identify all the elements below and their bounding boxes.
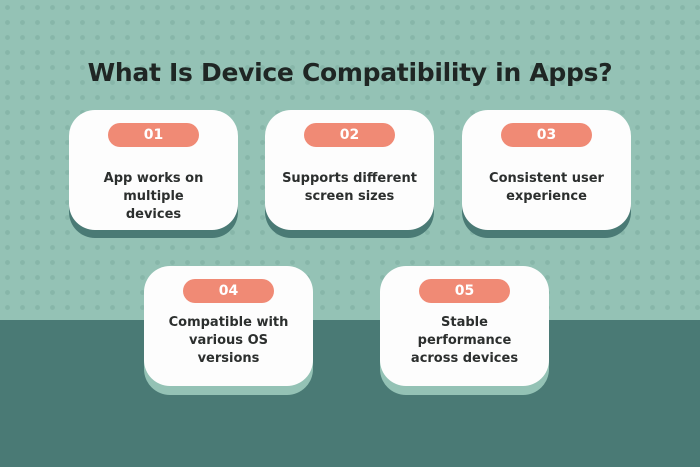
bottom-band [0,320,700,467]
card-5: 05 Stable performance across devices [380,266,549,386]
number-badge: 02 [304,123,395,147]
card-text: Consistent user experience [489,171,604,204]
number-badge: 01 [108,123,199,147]
card-2: 02 Supports different screen sizes [265,110,434,230]
number-badge: 05 [419,279,510,303]
card-text: Compatible with various OS versions [168,315,289,366]
card-4: 04 Compatible with various OS versions [144,266,313,386]
card-text: App works on multiple devices [103,171,204,222]
number-badge: 04 [183,279,274,303]
card-3: 03 Consistent user experience [462,110,631,230]
card-1: 01 App works on multiple devices [69,110,238,230]
page-title: What Is Device Compatibility in Apps? [87,58,613,87]
number-badge: 03 [501,123,592,147]
card-text: Stable performance across devices [410,315,519,366]
card-text: Supports different screen sizes [282,171,417,204]
